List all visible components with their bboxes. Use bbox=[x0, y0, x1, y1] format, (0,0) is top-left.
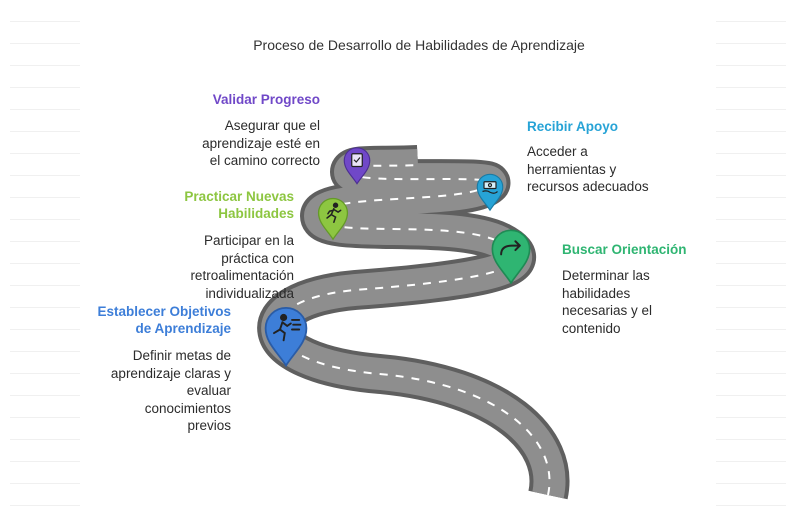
description-line: conocimientos bbox=[144, 400, 231, 416]
description-line: previos bbox=[187, 418, 231, 433]
step-objetivos-heading: Establecer Objetivos de Aprendizaje bbox=[97, 303, 231, 337]
step-practicar-heading: Practicar Nuevas Habilidades bbox=[184, 188, 294, 222]
money-hand-icon bbox=[482, 181, 498, 194]
runner-icon bbox=[326, 202, 342, 224]
heading-line: Buscar Orientación bbox=[562, 242, 687, 257]
background-strip-left bbox=[10, 0, 80, 512]
step-objetivos-description: Definir metas de aprendizaje claras y ev… bbox=[111, 347, 231, 435]
heading-line: Establecer Objetivos bbox=[97, 304, 231, 319]
heading-line: Validar Progreso bbox=[212, 92, 320, 107]
description-line: individualizada bbox=[205, 285, 294, 301]
description-line: evaluar bbox=[186, 383, 231, 398]
description-line: aprendizaje esté en bbox=[202, 135, 320, 151]
validar-pin bbox=[343, 147, 371, 185]
description-line: necesarias y el bbox=[562, 303, 653, 318]
step-orientacion-heading: Buscar Orientación bbox=[562, 241, 687, 258]
apoyo-pin bbox=[476, 173, 504, 212]
heading-line: de Aprendizaje bbox=[135, 321, 231, 336]
background-strip-right bbox=[716, 0, 786, 512]
description-line: aprendizaje claras y bbox=[110, 365, 231, 381]
step-practicar-description: Participar en la práctica con retroalime… bbox=[190, 232, 294, 302]
return-arrow-icon bbox=[500, 240, 521, 256]
practicar-pin bbox=[317, 197, 349, 241]
description-line: práctica con bbox=[221, 250, 294, 266]
description-line: herramientas y bbox=[527, 161, 617, 177]
description-line: Participar en la bbox=[203, 233, 294, 248]
description-line: el camino correcto bbox=[209, 153, 320, 168]
description-line: Definir metas de bbox=[132, 348, 231, 363]
objetivos-pin bbox=[264, 307, 308, 367]
orientacion-pin bbox=[491, 229, 531, 284]
heading-line: Recibir Apoyo bbox=[527, 119, 619, 134]
description-line: habilidades bbox=[562, 285, 631, 301]
description-line: Determinar las bbox=[562, 268, 650, 283]
step-orientacion-description: Determinar las habilidades necesarias y … bbox=[562, 267, 652, 337]
sprint-icon bbox=[273, 313, 302, 342]
description-line: Asegurar que el bbox=[224, 118, 320, 133]
step-validar-heading: Validar Progreso bbox=[213, 91, 320, 108]
description-line: retroalimentación bbox=[190, 268, 294, 283]
step-apoyo-heading: Recibir Apoyo bbox=[527, 118, 618, 135]
heading-line: Habilidades bbox=[218, 206, 294, 221]
diagram-title: Proceso de Desarrollo de Habilidades de … bbox=[253, 37, 585, 53]
description-line: contenido bbox=[562, 320, 621, 336]
step-validar-description: Asegurar que el aprendizaje esté en el c… bbox=[202, 117, 320, 170]
description-line: Acceder a bbox=[527, 144, 588, 159]
heading-line: Practicar Nuevas bbox=[184, 189, 294, 204]
checklist-icon bbox=[351, 153, 363, 168]
description-line: recursos adecuados bbox=[527, 179, 649, 194]
step-apoyo-description: Acceder a herramientas y recursos adecua… bbox=[527, 143, 649, 196]
